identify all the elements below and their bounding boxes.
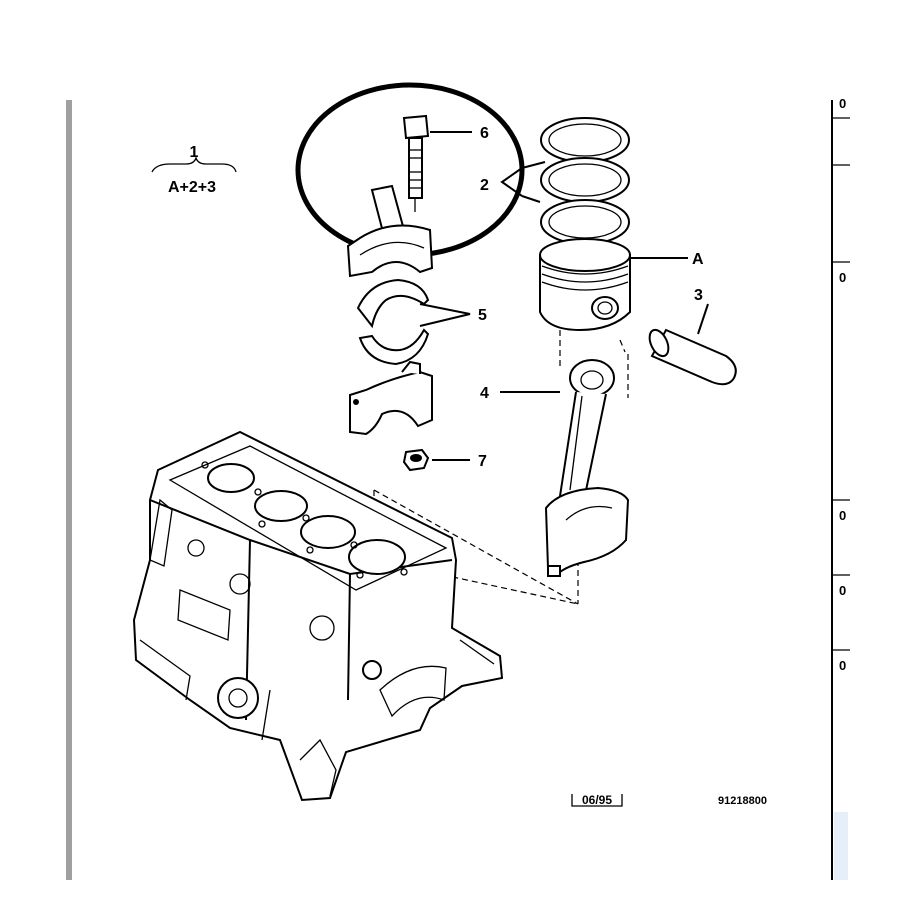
assembly-brace (151, 155, 237, 173)
callout-4: 4 (480, 385, 489, 402)
piston-rings (540, 117, 630, 245)
footer: 06/95 91218800 (571, 793, 767, 807)
assembly-number: 1 (190, 144, 199, 161)
callout-2: 2 (480, 177, 489, 194)
right-panel: 0 0 0 0 0 (832, 96, 850, 673)
left-page-border (66, 100, 72, 880)
row-marker: 0 (839, 658, 846, 673)
piston (539, 238, 631, 332)
leader-lines (419, 131, 709, 461)
rod-bolt (402, 114, 430, 212)
date-code: 06/95 (582, 793, 612, 807)
connecting-rod (544, 359, 630, 577)
row-marker: 0 (839, 583, 846, 598)
piston-pin (648, 328, 737, 386)
callout-5: 5 (478, 307, 487, 324)
row-marker: 0 (839, 508, 846, 523)
row-marker: 0 (839, 96, 846, 111)
assembly-legend: 1 A+2+3 (151, 144, 237, 196)
callout-6: 6 (480, 125, 489, 142)
rod-cap-lower (349, 360, 433, 436)
reference-number: 91218800 (718, 795, 767, 807)
rod-big-end-upper (346, 184, 434, 278)
bearing-shells (356, 278, 430, 366)
callout-3: 3 (694, 287, 703, 304)
row-marker: 0 (839, 270, 846, 285)
callout-A: A (692, 251, 704, 268)
engine-block (132, 430, 504, 802)
rod-nut (402, 448, 430, 472)
callout-7: 7 (478, 453, 487, 470)
right-panel-highlight (834, 812, 848, 880)
assembly-formula: A+2+3 (168, 179, 216, 196)
